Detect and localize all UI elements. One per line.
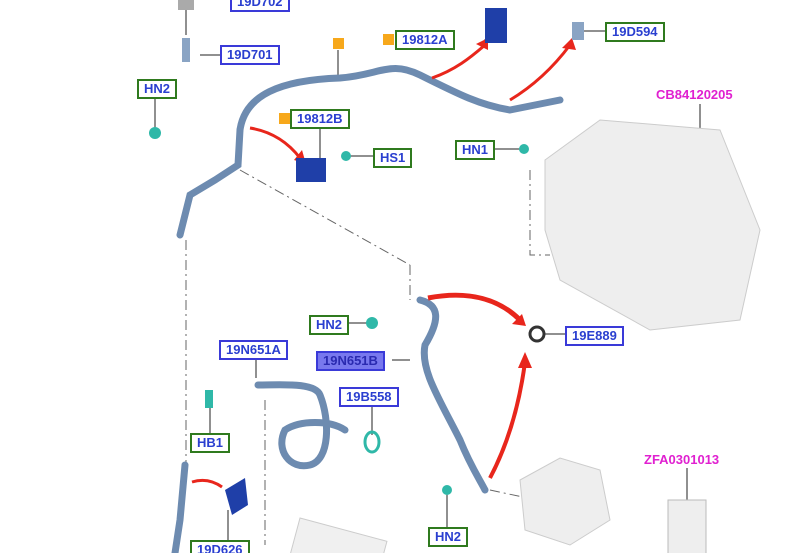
- nut-hn2: [149, 127, 161, 139]
- valve-19D594: [572, 22, 584, 40]
- oring-19E889: [528, 325, 546, 343]
- label-hn2-bottom[interactable]: HN2: [428, 527, 469, 547]
- seal-19B558: [363, 430, 381, 454]
- receiver-drier: [667, 499, 707, 553]
- condenser: [289, 517, 388, 553]
- label-hn1[interactable]: HN1: [455, 140, 496, 160]
- label-19D594[interactable]: 19D594: [605, 22, 665, 42]
- parts: [149, 0, 761, 553]
- label-hb1[interactable]: HB1: [190, 433, 231, 453]
- label-19E889[interactable]: 19E889: [565, 326, 624, 346]
- ref-cb84120205[interactable]: CB84120205: [656, 87, 733, 102]
- label-19D702[interactable]: 19D702: [230, 0, 290, 12]
- label-19812B[interactable]: 19812B: [290, 109, 350, 129]
- pipe-19N651B: [416, 296, 489, 494]
- ref-zfa0301013[interactable]: ZFA0301013: [644, 452, 720, 467]
- marker-square: [279, 113, 290, 124]
- part-19D702: [178, 0, 194, 10]
- label-19D701[interactable]: 19D701: [220, 45, 280, 65]
- pipe-19N651A: [254, 381, 349, 470]
- part-19D701: [182, 38, 190, 62]
- pipe-left-lower: [171, 461, 189, 553]
- clip-19812B: [296, 158, 326, 182]
- hvac-module: [544, 119, 761, 331]
- label-hn2-mid[interactable]: HN2: [309, 315, 350, 335]
- label-hn2-top[interactable]: HN2: [137, 79, 178, 99]
- label-19B558[interactable]: 19B558: [339, 387, 399, 407]
- bracket-19D626: [225, 478, 248, 515]
- arrows: [191, 43, 572, 489]
- marker-square: [333, 38, 344, 49]
- label-19N651A[interactable]: 19N651A: [219, 340, 288, 360]
- pipe-left-upper: [176, 126, 244, 239]
- clip-19812A: [485, 8, 507, 43]
- label-19D626[interactable]: 19D626: [190, 540, 250, 553]
- label-19N651B[interactable]: 19N651B: [316, 351, 385, 371]
- pipes: [171, 64, 564, 553]
- compressor: [519, 457, 611, 546]
- marker-square: [383, 34, 394, 45]
- bolt-hb1: [205, 390, 213, 408]
- label-hs1[interactable]: HS1: [373, 148, 413, 168]
- pipe-upper: [236, 64, 564, 134]
- label-19812A[interactable]: 19812A: [395, 30, 455, 50]
